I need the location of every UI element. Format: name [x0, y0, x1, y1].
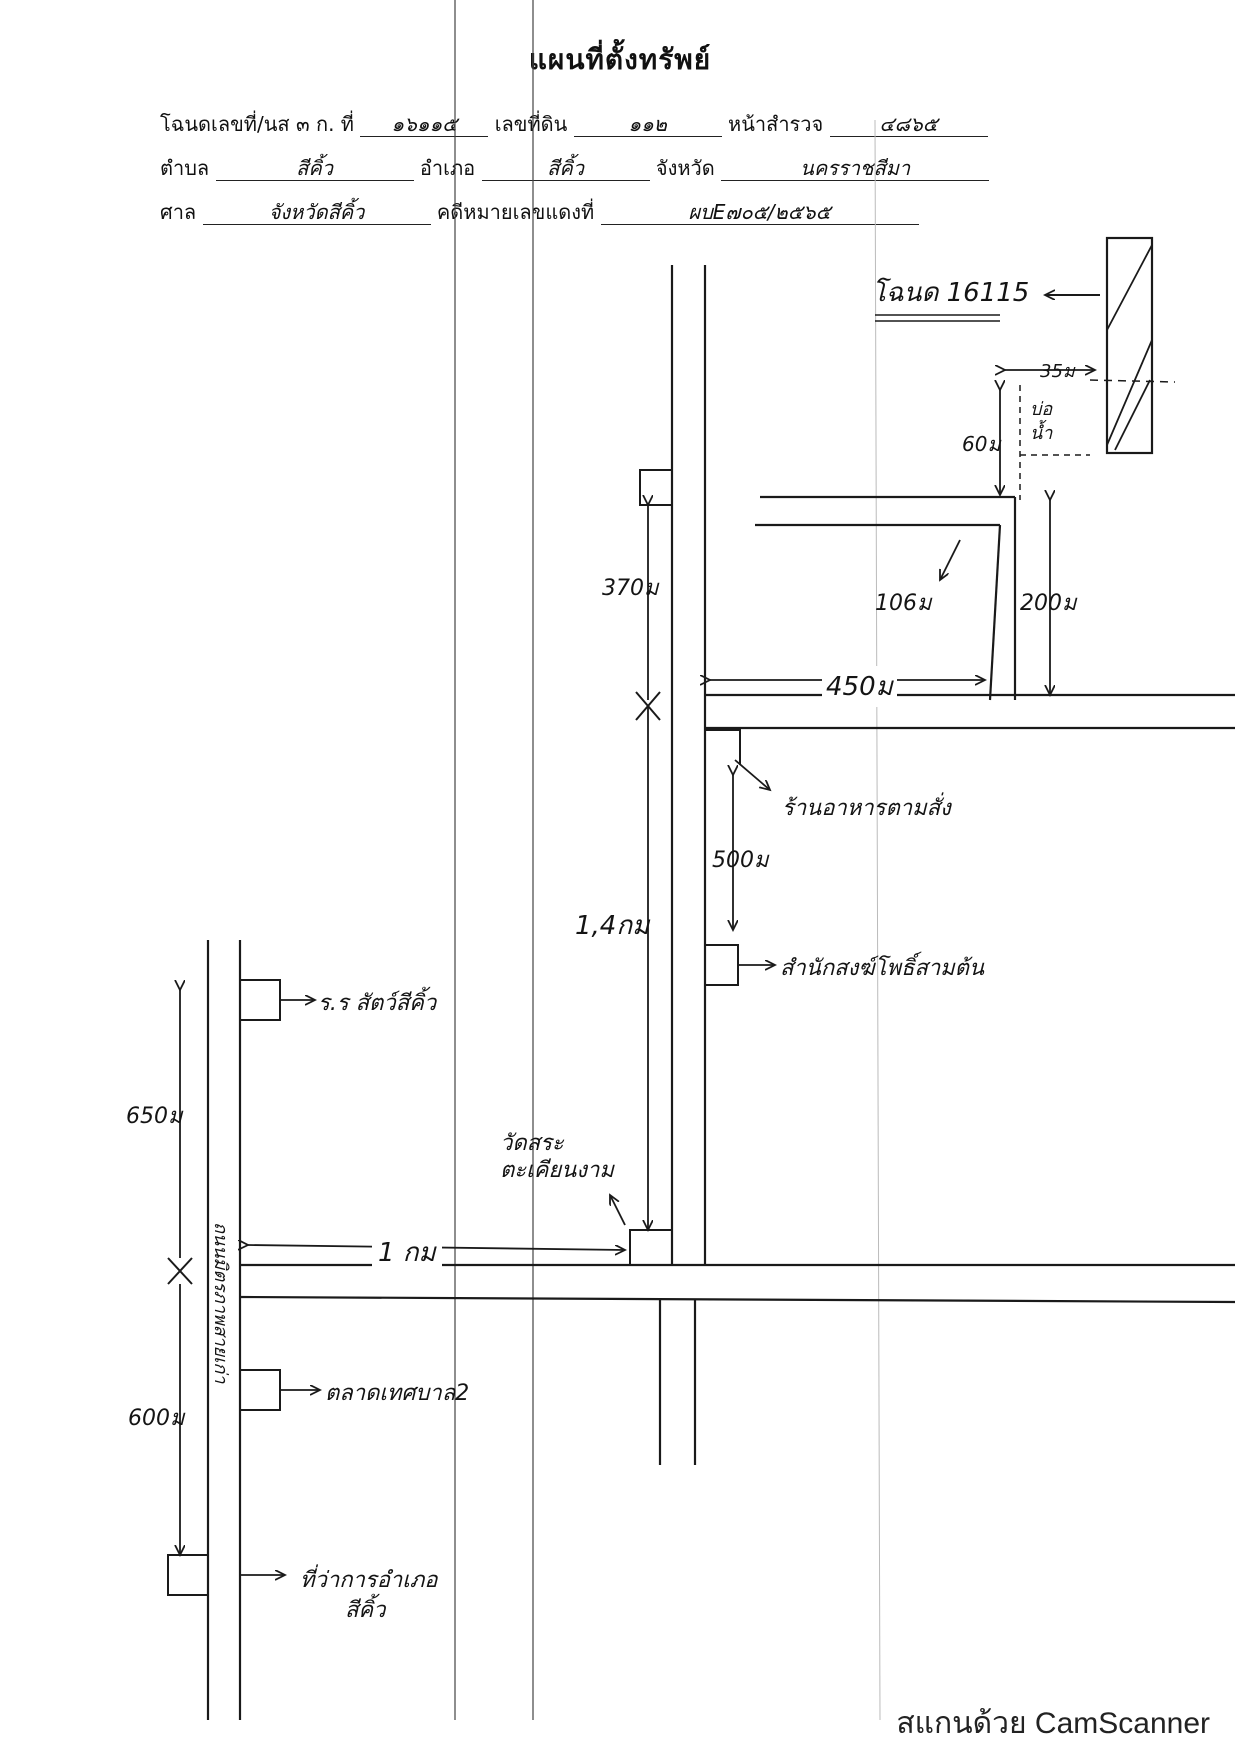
- dim-14km-label: 1,4กม: [575, 911, 650, 941]
- dim-450m-label: 450ม: [822, 666, 897, 707]
- dim-200m-label: 200ม: [1020, 591, 1077, 616]
- district-office-marker: [167, 1554, 209, 1596]
- restaurant-arrow: [734, 759, 770, 790]
- district-value: สีคิ้ว: [481, 156, 650, 181]
- district-office-label-2: สีคิ้ว: [345, 1598, 386, 1623]
- page-title: แผนที่ตั้งทรัพย์: [528, 43, 712, 76]
- court-info-row: ศาล จังหวัดสีคิ้ว คดีหมายเลขแดงที่ ผบE๗๐…: [160, 196, 919, 228]
- temple-marker: [629, 1229, 672, 1265]
- office-label: สำนักสงฆ์โพธิ์สามต้น: [780, 956, 984, 981]
- property-dashed-line: [1089, 379, 1176, 383]
- dim-600m-label: 600ม: [128, 1406, 185, 1431]
- main-road-bottom-edge: [239, 1295, 1236, 1304]
- dim-35m-label: 35ม: [1040, 361, 1075, 382]
- restaurant-marker: [705, 729, 741, 765]
- dim-650m-cross: [167, 1257, 193, 1285]
- dim-370m-label: 370ม: [602, 576, 659, 601]
- court-value: จังหวัดสีคิ้ว: [202, 200, 431, 225]
- location-info-row: ตำบล สีคิ้ว อำเภอ สีคิ้ว จังหวัด นครราชส…: [160, 152, 990, 184]
- restaurant-label: ร้านอาหารตามสั่ง: [782, 796, 951, 821]
- dim-106m-label: 106ม: [875, 591, 932, 616]
- temple-label-2: ตะเคียนงาม: [500, 1158, 614, 1183]
- pond-label-2: น้ำ: [1030, 423, 1053, 444]
- dim-1km-label: 1 กม: [372, 1232, 442, 1273]
- case-label: คดีหมายเลขแดงที่: [436, 200, 595, 224]
- land-no-label: เลขที่ดิน: [494, 112, 568, 136]
- temple-label: วัดสระ: [500, 1131, 564, 1156]
- land-no-value: ๑๑๒: [573, 112, 722, 137]
- dim-106m-pointer: [940, 539, 961, 580]
- pond-label: บ่อ: [1030, 399, 1053, 420]
- temple-arrow: [610, 1195, 626, 1226]
- deed-annotation: โฉนด 16115: [872, 278, 1030, 308]
- property-hatch-3: [1114, 379, 1151, 451]
- road-label: ถนนมิตรภาพสายเก่า: [210, 1222, 231, 1384]
- subdistrict-label: ตำบล: [160, 156, 210, 180]
- landmark-box-north: [639, 469, 672, 506]
- subdistrict-value: สีคิ้ว: [215, 156, 414, 181]
- case-value: ผบE๗๐๕/๒๕๖๕: [600, 200, 919, 225]
- market-marker: [240, 1369, 281, 1411]
- deed-value: ๑๖๑๑๕: [360, 112, 489, 137]
- district-label: อำเภอ: [419, 156, 476, 180]
- dim-500m-label: 500ม: [712, 848, 769, 873]
- court-label: ศาล: [160, 200, 197, 224]
- school-marker: [240, 979, 281, 1021]
- office-marker: [705, 944, 739, 986]
- soi-edge-3: [988, 524, 1002, 701]
- survey-page-label: หน้าสำรวจ: [728, 112, 824, 136]
- province-value: นครราชสีมา: [721, 156, 990, 181]
- deed-label: โฉนดเลขที่/นส ๓ ก. ที่: [160, 112, 354, 136]
- property-hatch-1: [1106, 244, 1153, 331]
- dim-60m-label: 60ม: [962, 432, 1001, 456]
- survey-page-value: ๔๘๖๕: [829, 112, 988, 137]
- property-hatch-2: [1106, 339, 1153, 446]
- camscanner-watermark: สแกนด้วย CamScanner: [896, 1707, 1210, 1740]
- scan-fold-line-3: [874, 119, 881, 1721]
- school-label: ร.ร สัตว์สีคิ้ว: [318, 991, 437, 1016]
- property-parcel: [1105, 236, 1154, 455]
- province-label: จังหวัด: [655, 156, 715, 180]
- dim-650m-label: 650ม: [126, 1104, 183, 1129]
- district-office-label: ที่ว่าการอำเภอ: [300, 1568, 438, 1593]
- market-label: ตลาดเทศบาล2: [325, 1381, 470, 1406]
- deed-info-row: โฉนดเลขที่/นส ๓ ก. ที่ ๑๖๑๑๕ เลขที่ดิน ๑…: [160, 108, 988, 140]
